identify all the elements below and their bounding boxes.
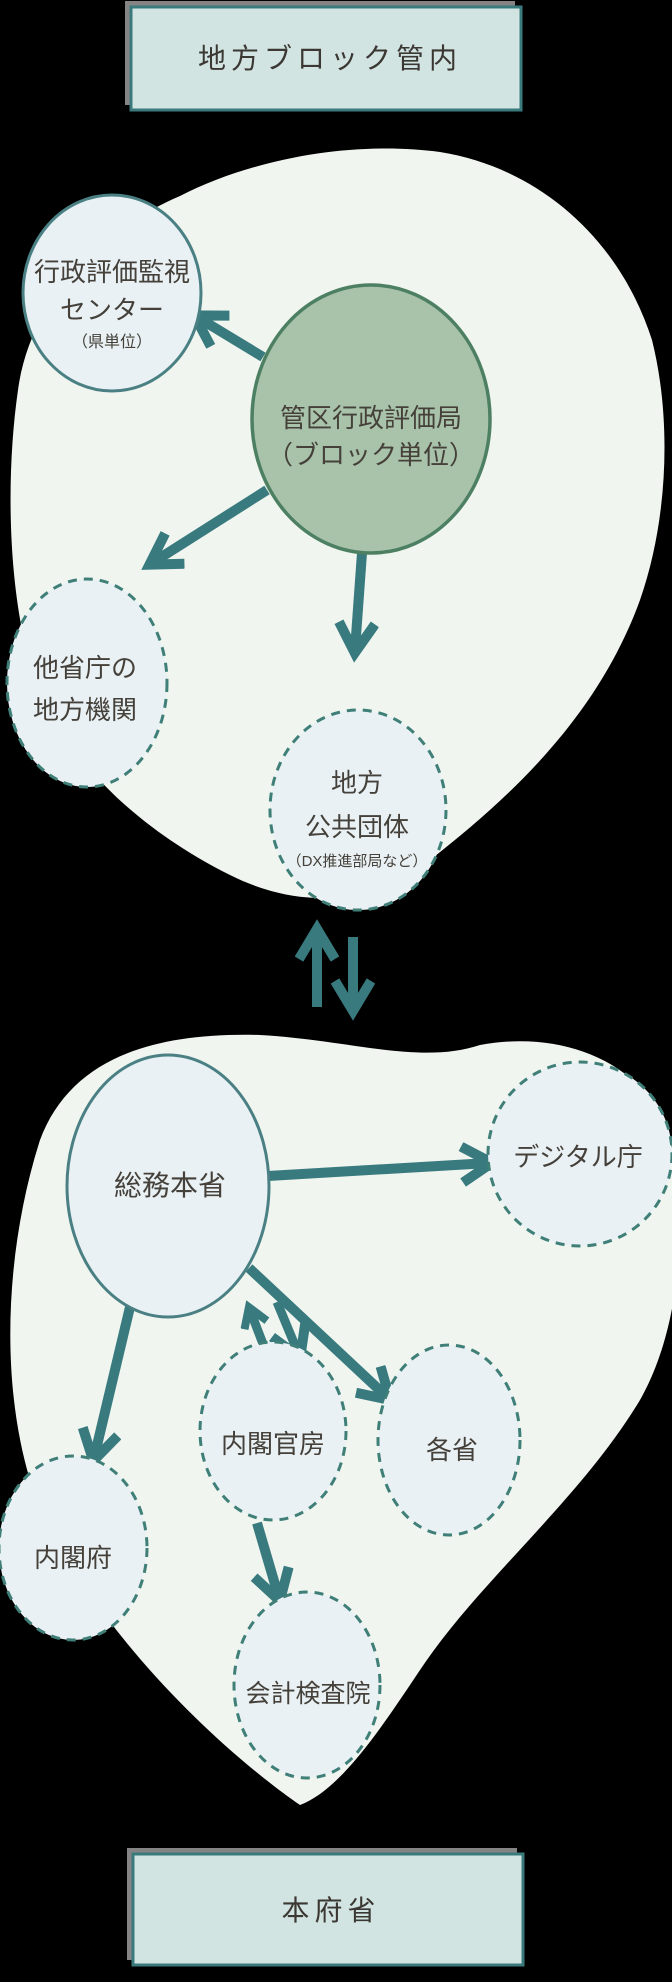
tashocho-chiho-kikan-circle bbox=[5, 577, 169, 789]
node-naikaku-kanbo: 内閣官房 bbox=[198, 1340, 348, 1522]
chiho-kokyo-dantai-sublabel: （DX推進部局など） bbox=[287, 853, 428, 870]
node-naikakufu: 内閣府 bbox=[0, 1454, 149, 1642]
arrow-somu-to-digital bbox=[267, 1163, 489, 1176]
naikaku-kanbo-circle bbox=[198, 1340, 348, 1522]
somu-honsho-circle bbox=[65, 1053, 271, 1319]
hyoka-kanshi-center-label-1: 行政評価監視 bbox=[34, 257, 190, 287]
kanku-hyoka-kyoku-label-1: 管区行政評価局 bbox=[280, 403, 462, 433]
kaikei-kensain-circle bbox=[232, 1590, 382, 1780]
arrow-kanku-to-chihodantai bbox=[355, 552, 362, 650]
node-chiho-kokyo-dantai: 地方 公共団体 （DX推進部局など） bbox=[268, 708, 448, 912]
kanku-hyoka-kyoku-label-2: （ブロック単位） bbox=[267, 440, 475, 470]
node-kaikei-kensain: 会計検査院 bbox=[232, 1590, 382, 1780]
kanku-hyoka-kyoku-circle bbox=[250, 283, 492, 555]
tashocho-chiho-kikan-label-1: 他省庁の bbox=[33, 653, 137, 683]
tashocho-chiho-kikan-label-2: 地方機関 bbox=[33, 695, 137, 725]
node-kakusho: 各省 bbox=[376, 1343, 522, 1537]
node-tashocho-chiho-kikan: 他省庁の 地方機関 bbox=[5, 577, 169, 789]
node-hyoka-kanshi-center: 行政評価監視 センター （県単位） bbox=[21, 193, 203, 393]
somu-honsho-label: 総務本省 bbox=[114, 1170, 226, 1201]
top-title-box: 地方ブロック管内 bbox=[125, 1, 523, 112]
arrow-kanku-to-tashocho bbox=[152, 485, 270, 563]
hyoka-kanshi-center-circle bbox=[21, 193, 203, 393]
top-title-box-frame bbox=[129, 5, 523, 112]
node-kanku-hyoka-kyoku: 管区行政評価局 （ブロック単位） bbox=[250, 283, 492, 555]
naikakufu-label: 内閣府 bbox=[34, 1543, 112, 1573]
digital-cho-label: デジタル庁 bbox=[513, 1142, 642, 1172]
kakusho-label: 各省 bbox=[426, 1435, 478, 1465]
arrow-naikakukanbo-to-kaikei bbox=[257, 1521, 279, 1598]
section-exchange-arrows bbox=[317, 932, 353, 1008]
arrow-kanku-to-center bbox=[197, 317, 266, 362]
bottom-title-box: 本府省 bbox=[127, 1848, 525, 1967]
naikakufu-circle bbox=[0, 1454, 149, 1642]
hyoka-kanshi-center-sublabel: （県単位） bbox=[72, 333, 152, 351]
chiho-kokyo-dantai-circle bbox=[268, 708, 448, 912]
top-title: 地方ブロック管内 bbox=[198, 43, 462, 74]
kakusho-circle bbox=[376, 1343, 522, 1537]
node-somu-honsho: 総務本省 bbox=[65, 1053, 271, 1319]
naikaku-kanbo-label: 内閣官房 bbox=[221, 1429, 325, 1459]
hyoka-kanshi-center-label-2: センター bbox=[60, 295, 164, 325]
chiho-kokyo-dantai-label-1: 地方 bbox=[331, 768, 383, 798]
bottom-title: 本府省 bbox=[281, 1895, 380, 1926]
bottom-title-box-frame bbox=[131, 1852, 525, 1967]
arrow-somu-to-naikakufu bbox=[94, 1305, 135, 1458]
arrow-somu-to-kakusho bbox=[245, 1264, 388, 1398]
node-digital-cho: デジタル庁 bbox=[486, 1060, 672, 1248]
kaikei-kensain-label: 会計検査院 bbox=[245, 1680, 370, 1708]
digital-cho-circle bbox=[486, 1060, 672, 1248]
chiho-kokyo-dantai-label-2: 公共団体 bbox=[305, 812, 409, 842]
